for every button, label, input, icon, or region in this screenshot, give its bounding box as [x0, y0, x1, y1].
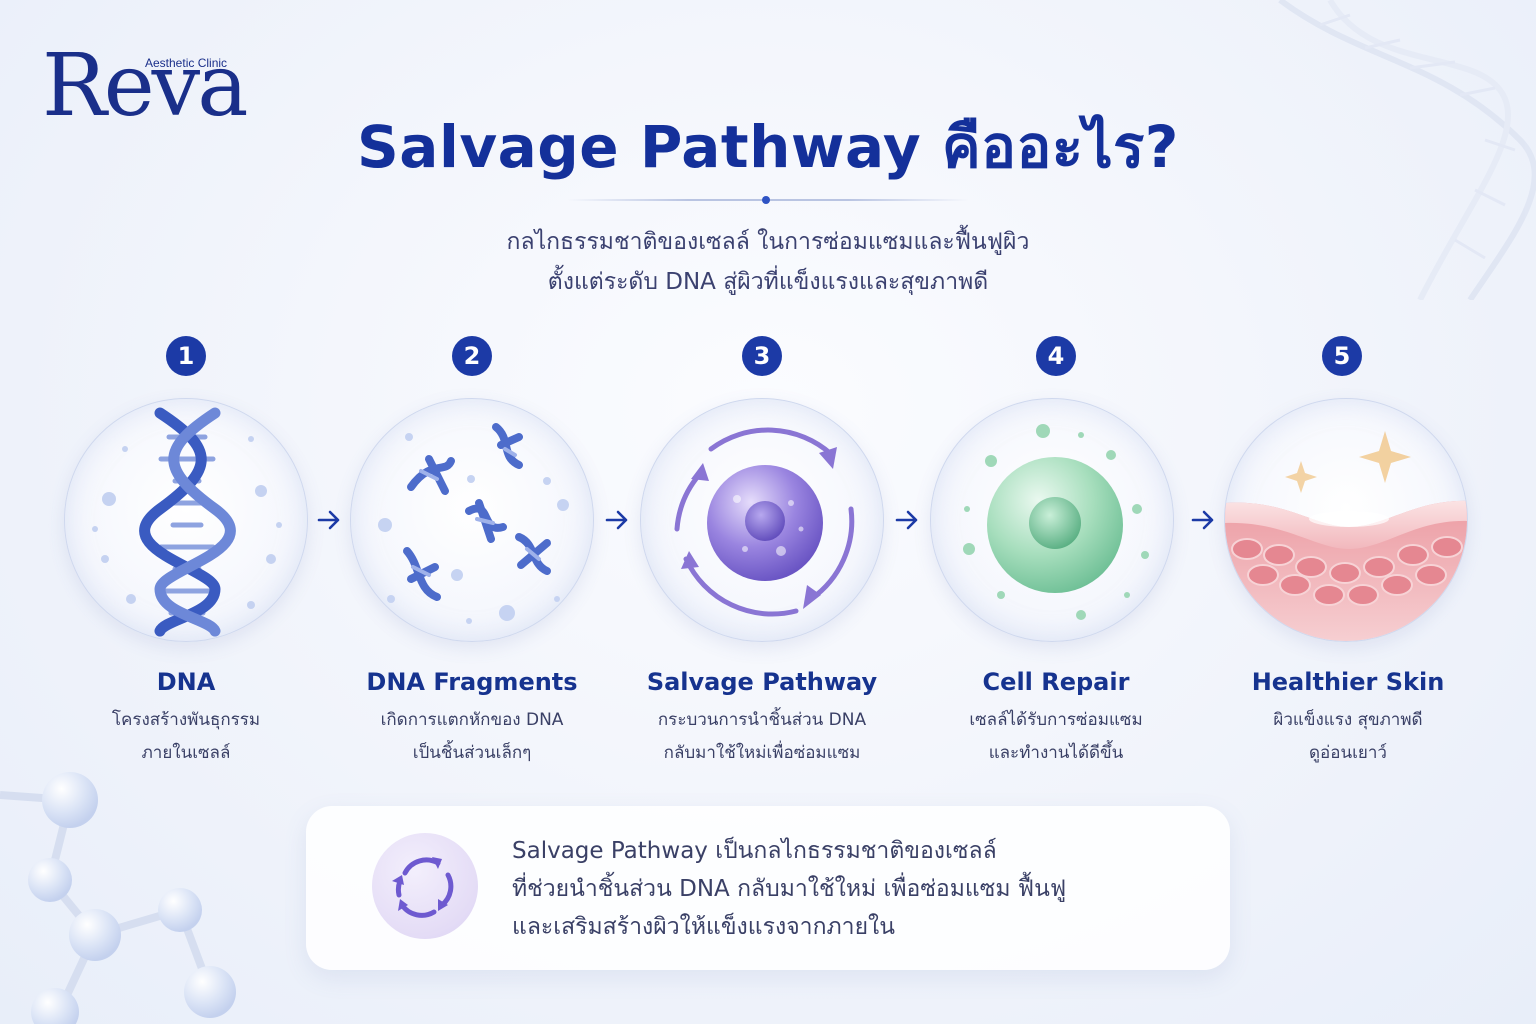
step-1-number-badge: 1	[166, 336, 206, 376]
step-1-title: DNA	[156, 668, 216, 696]
recycle-arrows-icon	[392, 857, 454, 918]
arrow-right-icon	[605, 510, 628, 530]
arrow-right-icon	[895, 510, 918, 530]
step-1-desc-line-1: โครงสร้างพันธุกรรม	[111, 710, 261, 730]
info-text-line-2: ที่ช่วยนำชิ้นส่วน DNA กลับมาใช้ใหม่ เพื่…	[512, 876, 1067, 902]
step-4-desc-line-2: และทำงานได้ดีขึ้น	[988, 743, 1124, 763]
step-2-image	[350, 398, 594, 642]
info-text: Salvage Pathway เป็นกลไกธรรมชาติของเซลล์…	[512, 832, 1192, 946]
info-text-line-3: และเสริมสร้างผิวให้แข็งแรงจากภายใน	[512, 914, 896, 940]
step-1-desc-line-2: ภายในเซลล์	[141, 743, 231, 763]
step-3-number-badge: 3	[742, 336, 782, 376]
subtitle-line-1: กลไกธรรมชาติของเซลล์ ในการซ่อมแซมและฟื้น…	[506, 229, 1030, 255]
step-2-desc-line-1: เกิดการแตกหักของ DNA	[380, 710, 564, 730]
step-4-number-badge: 4	[1036, 336, 1076, 376]
info-summary-box: Salvage Pathway เป็นกลไกธรรมชาติของเซลล์…	[306, 806, 1230, 970]
step-2-desc-line-2: เป็นชิ้นส่วนเล็กๆ	[412, 743, 532, 763]
arrow-right-icon	[1191, 510, 1214, 530]
step-1-image	[64, 398, 308, 642]
step-4-desc-line-1: เซลล์ได้รับการซ่อมแซม	[969, 710, 1143, 730]
green-cell-icon	[963, 424, 1149, 620]
step-3-desc-line-2: กลับมาใช้ใหม่เพื่อซ่อมแซม	[663, 743, 861, 763]
step-4-image	[930, 398, 1174, 642]
step-2-title: DNA Fragments	[366, 668, 578, 696]
brand-name: Reva	[42, 36, 249, 136]
step-4-title: Cell Repair	[982, 668, 1130, 696]
info-icon-circle	[372, 833, 478, 939]
arrow-right-icon	[317, 510, 340, 530]
step-2-number-badge: 2	[452, 336, 492, 376]
step-5-title: Healthier Skin	[1251, 668, 1445, 696]
step-3-image	[640, 398, 884, 642]
page-title: Salvage Pathway คืออะไร?	[357, 113, 1179, 181]
brand-tagline: Aesthetic Clinic	[145, 56, 228, 70]
step-5-number-badge: 5	[1322, 336, 1362, 376]
title-divider-dot	[762, 196, 770, 204]
step-5-desc-line-2: ดูอ่อนเยาว์	[1309, 743, 1387, 763]
steps-flow: 1	[64, 336, 1468, 763]
skin-layer-icon	[1225, 431, 1467, 641]
brand-logo: Reva Aesthetic Clinic	[42, 38, 252, 138]
step-3-title: Salvage Pathway	[646, 668, 878, 696]
step-5-image	[1224, 398, 1468, 642]
step-5-desc-line-1: ผิวแข็งแรง สุขภาพดี	[1273, 710, 1423, 730]
info-text-line-1: Salvage Pathway เป็นกลไกธรรมชาติของเซลล์	[512, 838, 997, 864]
subtitle-line-2: ตั้งแต่ระดับ DNA สู่ผิวที่แข็งแรงและสุขภ…	[547, 269, 989, 295]
dna-helix-icon	[92, 407, 282, 637]
step-3-desc-line-1: กระบวนการนำชิ้นส่วน DNA	[657, 710, 867, 730]
cycle-cell-icon	[674, 427, 855, 617]
dna-fragments-icon	[378, 423, 569, 624]
